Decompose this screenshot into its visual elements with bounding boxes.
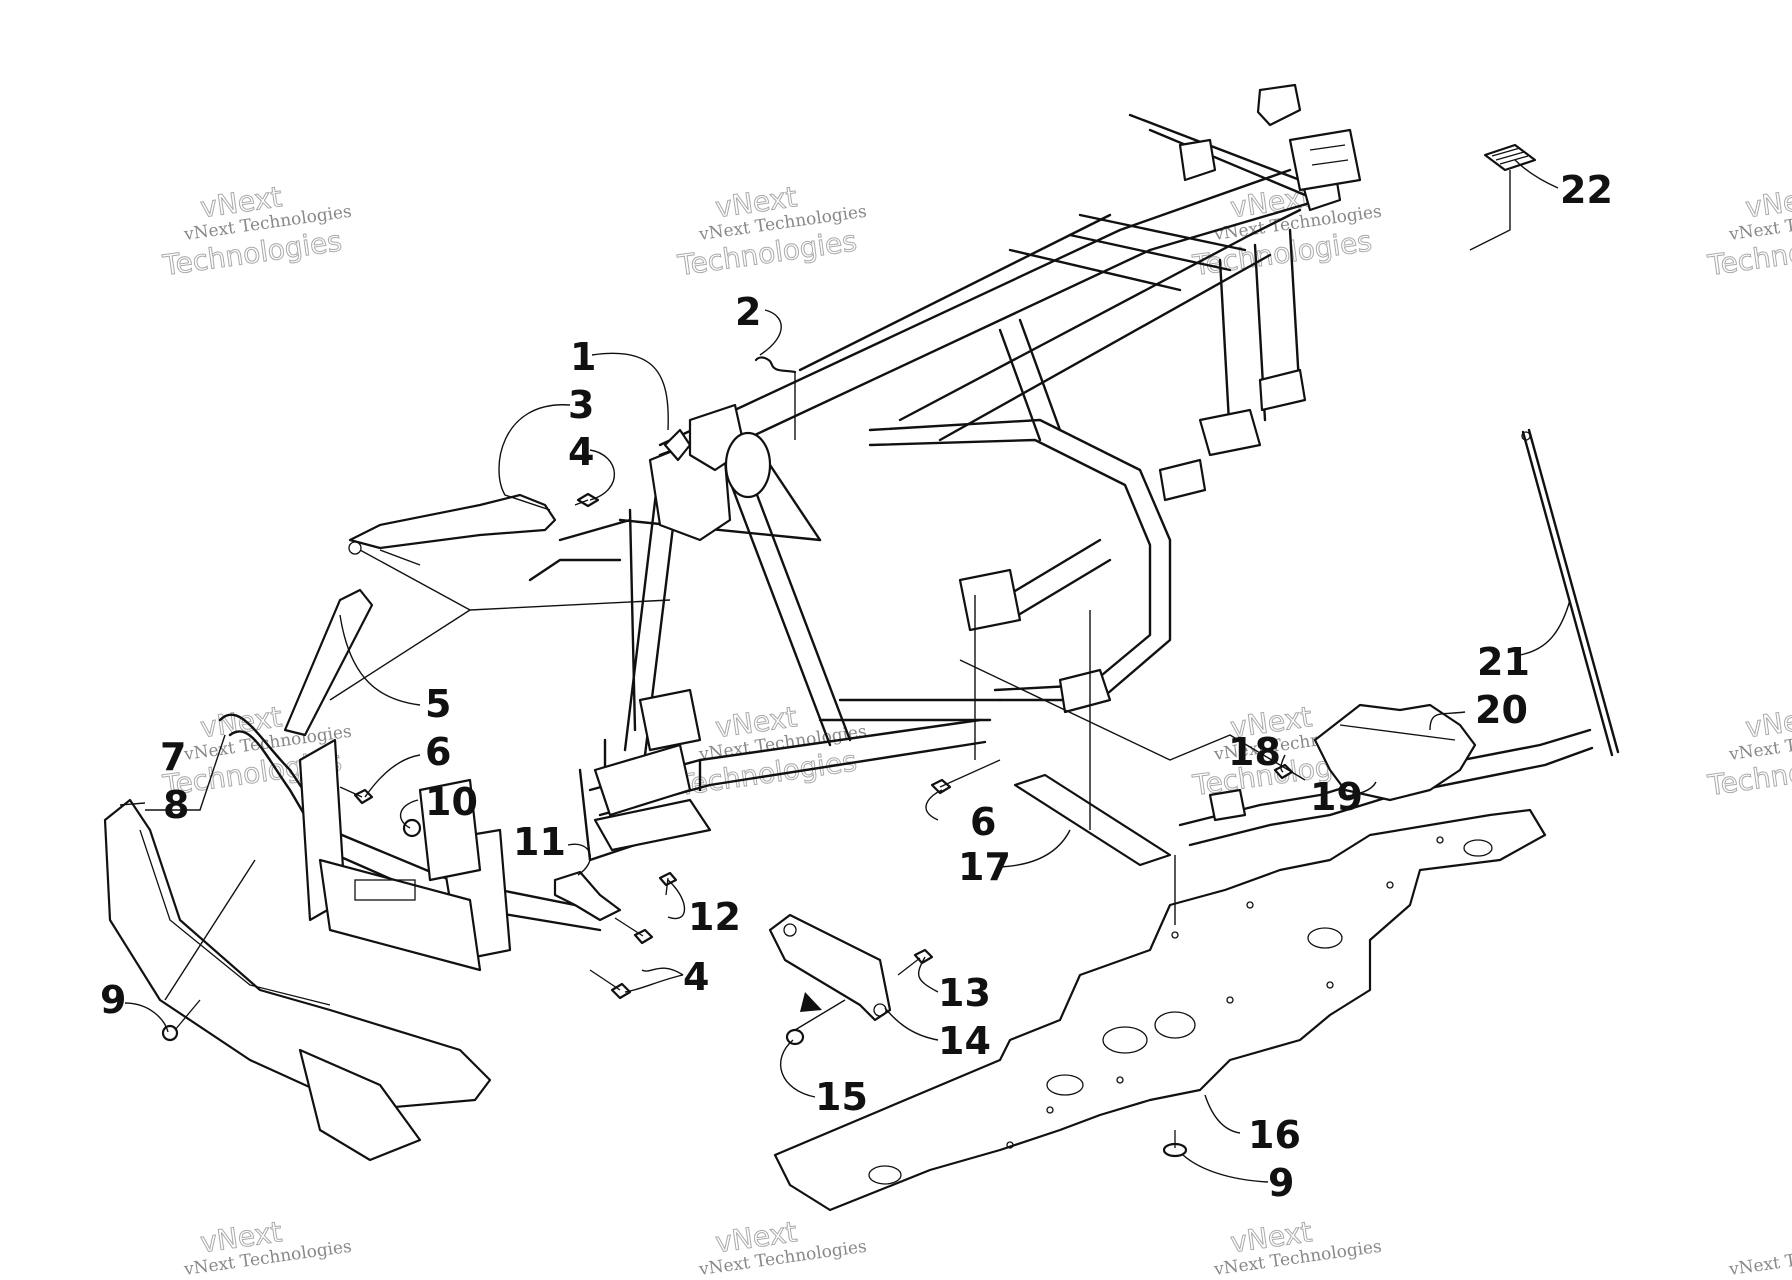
bolt-13 <box>897 948 934 976</box>
watermark-word1: vNext <box>1743 180 1792 224</box>
part-20-rear-guard <box>1313 703 1477 802</box>
callout-22: 22 <box>1560 168 1613 212</box>
watermark: vNext Technologies vNext Technologies <box>675 180 868 283</box>
callout-21: 21 <box>1477 640 1530 684</box>
part-3-bracket <box>348 493 557 611</box>
watermark: vNext Technologies vNext Technologies <box>1705 700 1792 803</box>
part-2-clip <box>754 356 797 440</box>
assembly-lines <box>164 549 1306 1001</box>
callout-19: 19 <box>1310 775 1363 819</box>
watermark: vNext Technologies <box>1727 1237 1792 1280</box>
watermark: vNext Technologies vNext <box>1212 1215 1383 1280</box>
part-14-plate <box>768 913 892 1031</box>
callout-17: 17 <box>958 845 1011 889</box>
part-8-bumper-panel <box>103 798 492 1162</box>
bolt-4-upper <box>574 492 600 508</box>
callout-6: 6 <box>425 730 451 774</box>
callout-labels: 1 2 3 4 5 6 7 8 9 10 11 12 4 13 14 15 6 … <box>100 168 1613 1205</box>
part-21-rod <box>1521 428 1620 757</box>
bolt-4-lower-a <box>614 917 654 945</box>
part-5-strut <box>283 588 374 737</box>
leader-lines <box>119 159 1571 1183</box>
callout-18: 18 <box>1228 730 1281 774</box>
callout-15: 15 <box>815 1075 868 1119</box>
watermark: vNext Technologies vNext Technologies <box>675 700 868 803</box>
callout-6: 6 <box>970 800 996 844</box>
callout-9: 9 <box>1268 1161 1294 1205</box>
callout-10: 10 <box>425 780 478 824</box>
direction-arrow <box>800 992 822 1012</box>
callout-7: 7 <box>160 735 186 779</box>
watermark: vNext Technologies vNext <box>697 1215 868 1280</box>
bolt-4-lower-b <box>589 969 632 1000</box>
part-22-decal <box>1469 143 1537 251</box>
callout-3: 3 <box>568 383 594 427</box>
part-11-bracket <box>553 870 622 922</box>
watermark: vNext Technologies vNext Technologies <box>160 180 353 283</box>
callout-20: 20 <box>1475 688 1528 732</box>
bolt-6-center <box>930 759 1001 795</box>
part-10-mount <box>402 778 482 882</box>
part-17-strip <box>974 595 1172 867</box>
callout-8: 8 <box>163 783 189 827</box>
part-16-skid-plate <box>773 808 1547 1212</box>
bolt-9-right <box>1162 1130 1188 1158</box>
bolt-12 <box>658 871 678 896</box>
callout-12: 12 <box>688 895 741 939</box>
callout-14: 14 <box>938 1019 991 1063</box>
callout-11: 11 <box>513 820 566 864</box>
watermark: vNext Technologies vNext <box>182 1215 353 1280</box>
callout-9: 9 <box>100 978 126 1022</box>
callout-5: 5 <box>425 682 451 726</box>
callout-1: 1 <box>570 335 596 379</box>
callout-2: 2 <box>735 290 761 334</box>
watermark: vNext Technologies vNext Technologies <box>1705 180 1792 283</box>
nut-15 <box>785 1028 805 1046</box>
callout-13: 13 <box>938 971 991 1015</box>
part-7-bumper-tube <box>218 713 602 972</box>
callout-4: 4 <box>683 955 709 999</box>
watermark-word1: vNext <box>1743 700 1792 744</box>
bolt-9-left <box>161 999 201 1042</box>
watermark-brand: vNext Technologies <box>1727 1237 1792 1280</box>
callout-16: 16 <box>1248 1113 1301 1157</box>
callout-4: 4 <box>568 430 594 474</box>
